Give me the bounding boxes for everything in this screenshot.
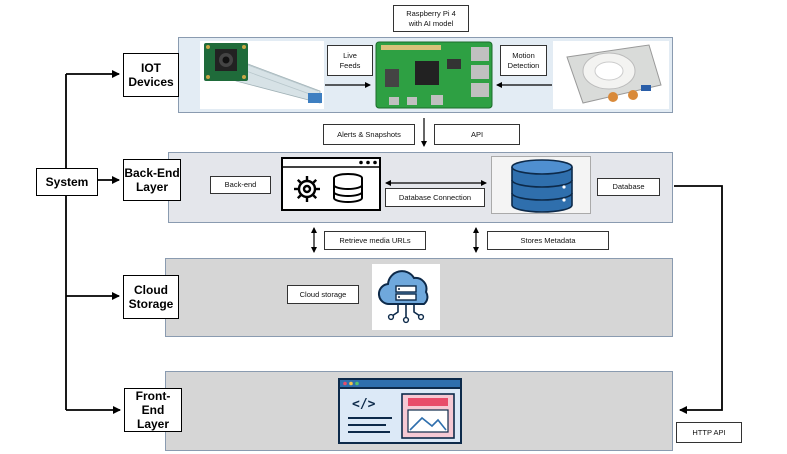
back-end-label: Back-end [210,176,271,194]
retrieve-media-urls-label: Retrieve media URLs [324,231,426,250]
database-label: Database [597,178,660,196]
backend-layer-box: Back-End Layer [123,159,181,201]
database-connection-label: Database Connection [385,188,485,207]
alerts-snapshots-label: Alerts & Snapshots [323,124,415,145]
camera-module-icon [200,41,324,109]
raspberry-pi-board-icon [375,41,493,109]
system-box: System [36,168,98,196]
cloud-storage-label: Cloud storage [287,285,359,304]
cloud-storage-box: Cloud Storage [123,275,179,319]
database-icon [491,156,591,214]
frontend-layer-box: Front-End Layer [124,388,182,432]
stores-metadata-label: Stores Metadata [487,231,609,250]
iot-devices-box: IOT Devices [123,53,179,97]
http-api-label: HTTP API [676,422,742,443]
motion-detection-label: Motion Detection [500,45,547,76]
live-feeds-label: Live Feeds [327,45,373,76]
api-label: API [434,124,520,145]
raspberry-pi-label: Raspberry Pi 4 with AI model [393,5,469,32]
svg-text:</>: </> [352,397,376,412]
web-code-icon: </> [338,378,462,444]
cloud-storage-icon [372,264,440,330]
backend-server-icon [281,157,381,211]
motion-sensor-icon [553,41,669,109]
